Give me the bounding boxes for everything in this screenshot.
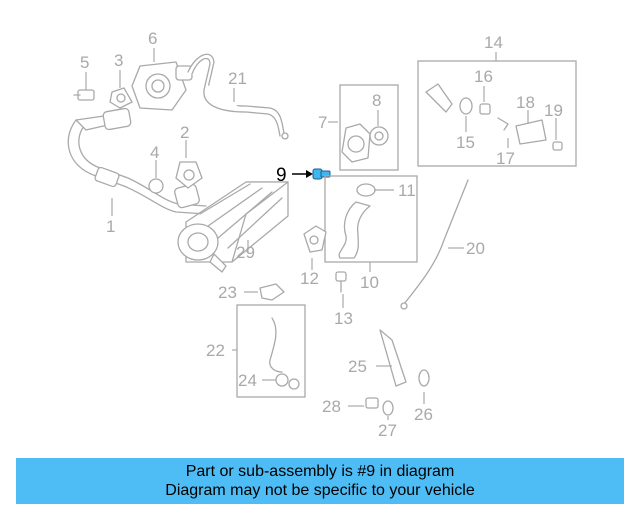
callout-10: 10	[360, 273, 379, 292]
tube-20-part	[400, 179, 469, 310]
bolt-28-part	[365, 397, 379, 409]
connector-16-part	[479, 103, 491, 115]
egr-cooler-part	[177, 181, 289, 273]
callout-21: 21	[228, 69, 247, 88]
callout-25: 25	[348, 357, 367, 376]
assembly-7-box	[339, 84, 399, 171]
callout-14: 14	[484, 33, 503, 52]
callout-22: 22	[206, 341, 225, 360]
callout-28: 28	[322, 397, 341, 416]
bolt-13-part	[335, 271, 347, 293]
oring-26-part	[418, 369, 430, 387]
pipe-22-part	[269, 317, 283, 373]
callout-27: 27	[378, 421, 397, 440]
pump-7-part	[341, 123, 371, 163]
callout-26: 26	[414, 405, 433, 424]
assembly-22-box	[236, 304, 306, 398]
gasket-23-part	[259, 283, 285, 301]
banner-line-1: Part or sub-assembly is #9 in diagram	[185, 463, 455, 480]
callout-6: 6	[148, 29, 157, 48]
gasket-2-part	[175, 161, 203, 189]
egr-valve-6-part	[131, 61, 193, 111]
bolt-17-part	[497, 117, 509, 131]
callout-3: 3	[114, 51, 123, 70]
callout-16: 16	[474, 67, 493, 86]
bracket-25-part	[379, 329, 407, 387]
callout-19: 19	[544, 101, 563, 120]
hose-10-part	[338, 201, 371, 259]
callout-20: 20	[466, 239, 485, 258]
parts-diagram: 1 2 3 4 5 6 7 8 9 10 11 12 13 14 15 16 1…	[67, 29, 577, 440]
gasket-12-part	[303, 225, 327, 253]
sensor-18-part	[515, 119, 547, 145]
callout-15: 15	[456, 133, 475, 152]
callout-1: 1	[106, 217, 115, 236]
cap-4-part	[148, 178, 164, 194]
callout-23: 23	[218, 283, 237, 302]
assembly-14-box	[417, 60, 577, 167]
callout-8: 8	[372, 91, 381, 110]
gasket-3-part	[109, 87, 133, 109]
bolt-5-part	[73, 89, 95, 101]
washer-24-part	[275, 373, 300, 390]
leader-lines	[85, 48, 557, 420]
callout-9: 9	[276, 165, 287, 186]
egr-pipe-part	[67, 107, 207, 215]
callout-24: 24	[238, 371, 257, 390]
hose-14-part	[425, 83, 453, 113]
clip-15-part	[459, 97, 473, 115]
callout-13: 13	[334, 309, 353, 328]
banner-line-2: Diagram may not be specific to your vehi…	[165, 482, 475, 499]
callout-17: 17	[496, 149, 515, 168]
callout-7: 7	[318, 113, 327, 132]
callout-5: 5	[80, 53, 89, 72]
info-banner: Part or sub-assembly is #9 in diagram Di…	[16, 458, 624, 504]
clamp-11-part	[356, 183, 376, 197]
assembly-10-box	[324, 175, 418, 263]
callout-29: 29	[236, 243, 255, 262]
seal-8-part	[369, 126, 389, 146]
washer-27-part	[382, 400, 394, 416]
callout-2: 2	[180, 123, 189, 142]
callout-11: 11	[398, 181, 416, 200]
bolt-19-part	[552, 141, 563, 151]
callout-12: 12	[300, 269, 319, 288]
callout-18: 18	[516, 93, 535, 112]
callout-4: 4	[150, 143, 159, 162]
pipe-21-part	[187, 53, 289, 140]
bolt-9-part	[292, 168, 331, 180]
